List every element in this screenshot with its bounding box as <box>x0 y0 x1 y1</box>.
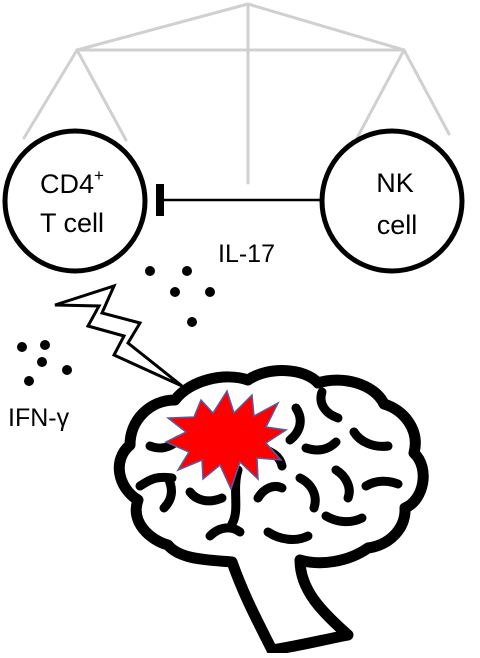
brain-fold <box>159 473 176 513</box>
ifn-dot <box>17 342 27 352</box>
brain-fold <box>295 473 320 513</box>
scale-string-right-inner <box>354 48 406 142</box>
brain-fold <box>253 481 287 503</box>
brain-fold <box>263 527 313 544</box>
scale-beam-right <box>246 2 406 52</box>
brain-fold <box>205 523 245 541</box>
scale-string-left-inner <box>75 48 128 142</box>
il17-dot <box>182 266 192 276</box>
nk-cell-circle <box>319 128 465 274</box>
ifn-gamma-label: IFN-γ <box>8 404 70 432</box>
il17-dot <box>145 266 155 276</box>
ifn-dot <box>62 365 72 375</box>
nk-label-line1: NK <box>376 168 414 198</box>
il17-dot <box>187 317 197 327</box>
brain-fold <box>361 476 403 491</box>
brain-fold <box>316 387 343 423</box>
brain-fold <box>301 437 341 455</box>
brain-fold <box>321 511 367 527</box>
cd4-label-line2: T cell <box>40 208 104 238</box>
cd4-label-line1: CD4+ <box>40 166 104 199</box>
il17-dots <box>145 266 215 327</box>
ifn-gamma-dots <box>17 340 72 386</box>
ifn-dot <box>40 340 50 350</box>
cd4-t-cell: CD4+ T cell <box>2 128 148 274</box>
balance-scale-icon <box>22 2 451 185</box>
brain-folds <box>135 387 403 544</box>
inhibition-bar <box>156 184 164 216</box>
scale-string-left-outer <box>22 48 79 140</box>
il17-dot <box>170 287 180 297</box>
nk-label-line2: cell <box>377 210 418 240</box>
lesion-burst-icon <box>164 389 289 492</box>
nk-cell: NK cell <box>319 128 465 274</box>
lightning-bolt-icon <box>54 283 183 388</box>
scale-string-right-outer <box>402 48 451 136</box>
il17-dot <box>205 287 215 297</box>
scale-beam-left <box>75 2 250 52</box>
brain-fold <box>227 465 243 529</box>
il17-label: IL-17 <box>218 240 275 268</box>
ifn-dot <box>37 357 47 367</box>
brain-fold <box>285 403 305 445</box>
inhibition-arrow-icon <box>156 184 320 216</box>
brain-fold <box>331 465 354 503</box>
brain-fold <box>185 487 227 506</box>
cd4-cell-circle <box>2 128 148 274</box>
brain-fold <box>349 427 393 451</box>
ifn-dot <box>24 376 34 386</box>
